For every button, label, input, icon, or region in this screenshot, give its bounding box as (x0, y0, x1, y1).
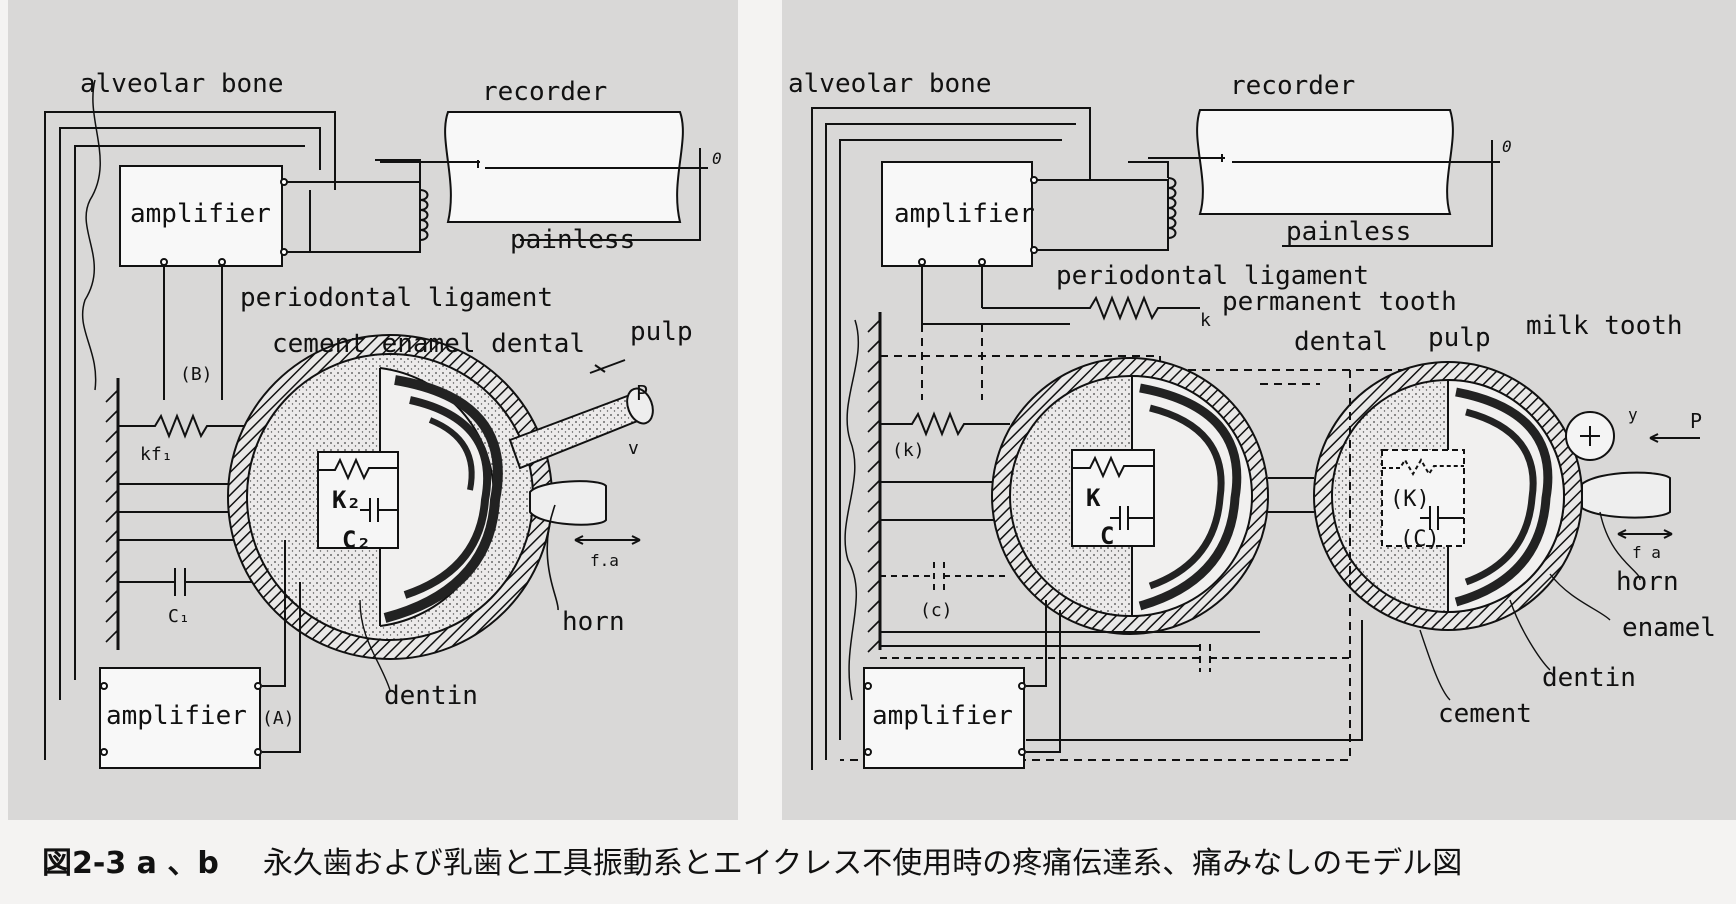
label-a-kf1: kf₁ (140, 444, 173, 465)
label-b-dental: dental (1294, 327, 1388, 357)
label-b-C: C (1100, 522, 1114, 550)
label-a-periodontal-ligament: periodontal ligament (240, 283, 553, 313)
label-a-cement-enamel-dental: cement enamel dental (272, 329, 585, 359)
figure-caption: 図2-3 a 、b 永久歯および乳歯と工具振動系とエイクレス不使用時の疼痛伝達系、… (42, 838, 1462, 882)
label-b-periodontal-ligament: periodontal ligament (1056, 261, 1369, 291)
label-b-zero: 0 (1502, 137, 1512, 156)
label-a-v: v (628, 438, 639, 459)
label-b-dentin: dentin (1542, 663, 1636, 693)
label-a-amplifier-bottom: amplifier (106, 701, 247, 731)
figure-caption-text: 永久歯および乳歯と工具振動系とエイクレス不使用時の疼痛伝達系、痛みなしのモデル図 (262, 846, 1463, 881)
label-a-zero: 0 (712, 149, 722, 168)
label-b-enamel: enamel (1622, 613, 1716, 643)
label-a-painless: painless (510, 225, 635, 255)
label-b-permanent-tooth: permanent tooth (1222, 287, 1457, 317)
label-b-K-paren: (K) (1390, 487, 1430, 512)
label-a-k2: K₂ (332, 486, 361, 514)
label-a-c1: C₁ (168, 606, 190, 627)
panel-a-labels: alveolar bone recorder 0 amplifier painl… (80, 69, 722, 731)
label-b-painless: painless (1286, 217, 1411, 247)
label-b-recorder: recorder (1230, 71, 1355, 101)
label-b-amplifier-bottom: amplifier (872, 701, 1013, 731)
label-a-dentin: dentin (384, 681, 478, 711)
label-b-k: k (1200, 310, 1211, 331)
label-a-c2: C₂ (342, 526, 371, 554)
label-a-recorder: recorder (482, 77, 607, 107)
panel-b-drawing (811, 107, 1700, 770)
label-b-P: P (1690, 409, 1702, 433)
label-b-pulp: pulp (1428, 323, 1491, 353)
label-b-C-paren: (C) (1400, 527, 1440, 552)
label-a-horn: horn (562, 607, 625, 637)
label-a-fa: f.a (590, 551, 619, 570)
label-a-b: (B) (180, 364, 213, 385)
label-b-amplifier-top: amplifier (894, 199, 1035, 229)
label-b-K: K (1086, 484, 1101, 512)
label-b-k-paren: (k) (892, 440, 925, 461)
label-a-pulp: pulp (630, 317, 693, 347)
label-b-horn: horn (1616, 567, 1679, 597)
label-b-y: y (1628, 405, 1638, 424)
figure-number: 図2-3 a 、b (42, 846, 219, 881)
panel-b-labels: alveolar bone recorder 0 amplifier painl… (788, 69, 1716, 731)
label-a-alveolar-bone: alveolar bone (80, 69, 284, 99)
label-b-fa: f a (1632, 543, 1661, 562)
label-b-milk-tooth: milk tooth (1526, 311, 1683, 341)
label-a-p: P (636, 381, 648, 405)
label-b-alveolar-bone: alveolar bone (788, 69, 992, 99)
label-b-c-paren: (c) (920, 600, 953, 621)
label-a-a: (A) (262, 708, 295, 729)
panel-a-drawing (44, 79, 708, 769)
label-b-cement: cement (1438, 699, 1532, 729)
label-a-amplifier-top: amplifier (130, 199, 271, 229)
